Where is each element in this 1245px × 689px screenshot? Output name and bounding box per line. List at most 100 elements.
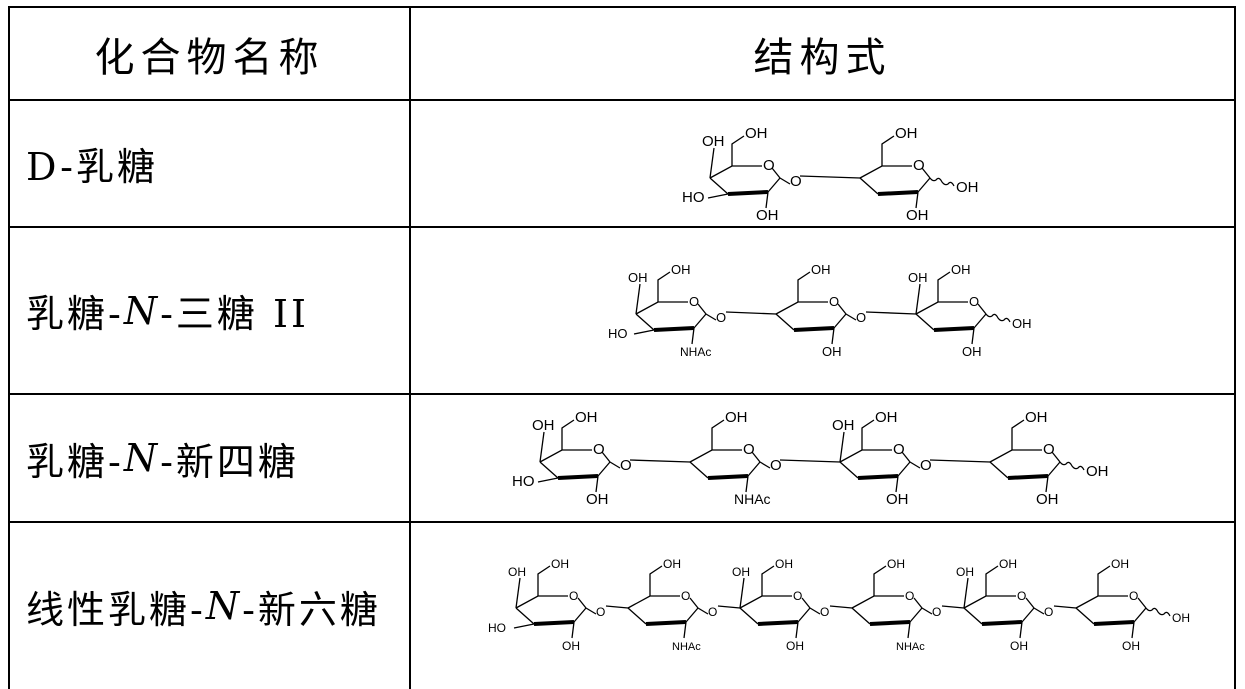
ring-bond bbox=[627, 595, 680, 609]
ch2oh-bond bbox=[1011, 419, 1025, 450]
ring-bond-bold bbox=[933, 326, 975, 332]
ring-bond bbox=[1075, 595, 1128, 609]
ring-bond bbox=[851, 595, 904, 609]
ring-bond bbox=[963, 607, 983, 625]
ring-bond-bold bbox=[645, 620, 687, 626]
compound-name-lnt2: 乳糖-N-三糖 II bbox=[26, 228, 309, 393]
glycosidic-bond bbox=[829, 605, 853, 609]
substituent-bond bbox=[831, 327, 835, 345]
ring-bond bbox=[839, 461, 859, 479]
ring-bond bbox=[897, 461, 911, 477]
table-divider-row3 bbox=[8, 521, 1236, 523]
compound-name-italic: N bbox=[123, 436, 161, 480]
ring-bond-bold bbox=[857, 474, 899, 480]
substituent-bond bbox=[571, 621, 575, 639]
hydroxyl-label: OH bbox=[1172, 611, 1190, 625]
glycosidic-oxygen-label: O bbox=[770, 457, 782, 474]
table-divider-row1 bbox=[8, 226, 1236, 228]
ring-oxygen-label: O bbox=[1017, 589, 1026, 603]
hydroxyl-bond bbox=[515, 577, 521, 609]
hydroxyl-label: OH bbox=[532, 417, 555, 434]
ring-bond bbox=[709, 177, 729, 195]
ring-bond bbox=[973, 313, 987, 329]
ring-bond bbox=[909, 607, 923, 623]
ring-oxygen-label: O bbox=[969, 294, 979, 309]
ch2oh-bond bbox=[537, 565, 551, 596]
ring-bond bbox=[1075, 607, 1095, 625]
compound-name-suffix: -新四糖 bbox=[160, 439, 299, 484]
ch2oh-bond bbox=[861, 419, 875, 450]
hydroxyl-label: OH bbox=[811, 262, 831, 277]
glycosidic-bond bbox=[809, 607, 821, 615]
ring-bond bbox=[775, 313, 795, 331]
ring-bond-bold bbox=[869, 620, 911, 626]
ring-oxygen-label: O bbox=[743, 441, 755, 458]
ring-oxygen-label: O bbox=[893, 441, 905, 458]
compound-name-prefix: 线性乳糖- bbox=[26, 587, 206, 632]
ring-bond bbox=[767, 177, 781, 193]
substituent-bond bbox=[795, 621, 799, 639]
ring-bond bbox=[693, 313, 707, 329]
glycosidic-oxygen-label: O bbox=[1044, 605, 1053, 619]
hydroxyl-label: OH bbox=[756, 207, 779, 224]
ch2oh-bond bbox=[649, 565, 663, 596]
ring-bond bbox=[689, 461, 709, 479]
ring-bond bbox=[709, 165, 762, 179]
ring-bond bbox=[837, 303, 847, 315]
hydroxyl-bond bbox=[915, 283, 921, 315]
hydroxyl-bond bbox=[707, 193, 729, 199]
glycosidic-bond bbox=[779, 177, 791, 185]
anomeric-wavy-bond bbox=[985, 313, 1011, 323]
ring-bond bbox=[597, 461, 611, 477]
table-column-divider bbox=[409, 6, 411, 689]
substituent-bond bbox=[895, 475, 899, 493]
ring-oxygen-label: O bbox=[1043, 441, 1055, 458]
substituent-bond bbox=[1045, 475, 1049, 493]
substituent-bond bbox=[915, 191, 919, 209]
substituent-bond bbox=[765, 191, 769, 209]
nhac-label: NHAc bbox=[734, 491, 771, 507]
glycosidic-oxygen-label: O bbox=[708, 605, 717, 619]
hydroxyl-label: OH bbox=[1010, 639, 1028, 653]
ring-bond-bold bbox=[727, 190, 769, 196]
ring-bond bbox=[739, 595, 792, 609]
ring-bond-bold bbox=[653, 326, 695, 332]
hydroxyl-label: OH bbox=[999, 557, 1017, 571]
ch2oh-bond bbox=[761, 565, 775, 596]
ring-bond bbox=[771, 167, 781, 179]
hydroxyl-label: OH bbox=[562, 639, 580, 653]
glycosidic-bond bbox=[629, 459, 691, 463]
glycosidic-bond bbox=[1033, 607, 1045, 615]
hydroxyl-label: OH bbox=[628, 270, 648, 285]
compound-name-lnnt: 乳糖-N-新四糖 bbox=[26, 395, 299, 521]
hydroxyl-label: OH bbox=[586, 491, 609, 508]
hydroxyl-label: OH bbox=[786, 639, 804, 653]
ring-bond bbox=[977, 303, 987, 315]
glycosidic-oxygen-label: O bbox=[820, 605, 829, 619]
ring-bond-bold bbox=[877, 190, 919, 196]
hydroxyl-label: OH bbox=[1025, 409, 1048, 426]
ring-bond bbox=[917, 177, 931, 193]
hydroxyl-label: OH bbox=[702, 133, 725, 150]
ring-oxygen-label: O bbox=[793, 589, 802, 603]
ring-bond bbox=[989, 461, 1009, 479]
hydroxyl-label: OH bbox=[1122, 639, 1140, 653]
ch2oh-bond bbox=[797, 271, 811, 302]
hydroxyl-label: OH bbox=[725, 409, 748, 426]
ring-bond bbox=[601, 451, 611, 463]
hydroxyl-bond bbox=[539, 431, 545, 463]
hydroxyl-label: OH bbox=[1036, 491, 1059, 508]
ring-bond bbox=[515, 595, 568, 609]
hydroxyl-label: OH bbox=[895, 125, 918, 142]
ring-bond bbox=[1021, 607, 1035, 623]
ring-bond bbox=[913, 597, 923, 609]
ring-bond bbox=[851, 607, 871, 625]
ring-bond bbox=[635, 301, 688, 315]
hydroxyl-bond bbox=[635, 283, 641, 315]
ring-bond bbox=[775, 301, 828, 315]
ring-bond bbox=[963, 595, 1016, 609]
